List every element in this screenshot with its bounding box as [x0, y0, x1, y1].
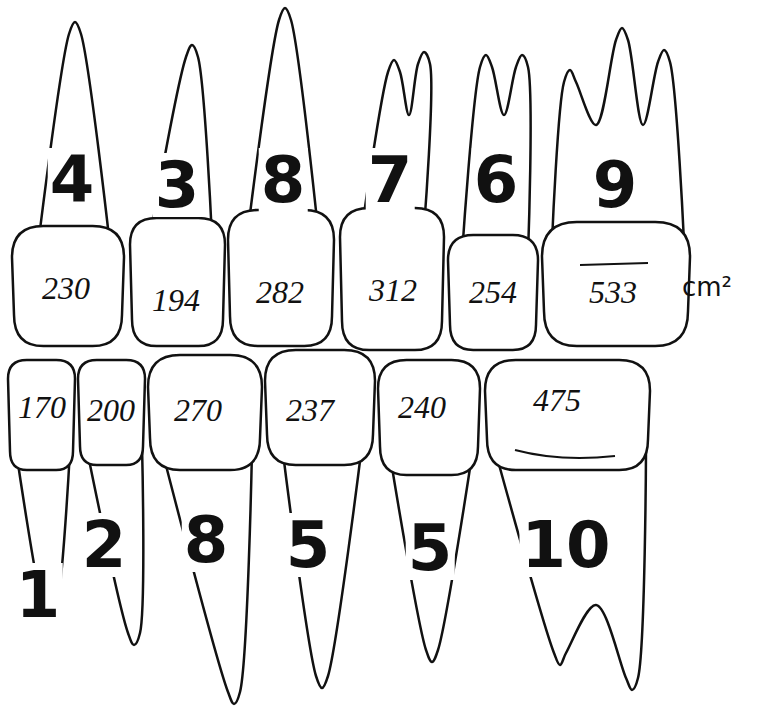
tooth-root [390, 455, 472, 662]
tooth-number: 9 [591, 153, 640, 217]
tooth: 9 533 [536, 22, 696, 352]
surface-area: 533 [589, 276, 637, 308]
tooth-crown [228, 210, 334, 346]
tooth: 475 10 [479, 354, 656, 696]
tooth: 1701 [2, 354, 81, 631]
tooth-crown [265, 350, 375, 465]
tooth-root [462, 55, 531, 255]
tooth: 4 230 [6, 16, 130, 352]
tooth-number: 4 [48, 148, 97, 212]
surface-area: 200 [87, 394, 135, 426]
tooth-number: 5 [406, 516, 455, 580]
tooth-mark [580, 263, 648, 265]
tooth-root [248, 8, 318, 230]
tooth-number: 10 [519, 513, 612, 577]
surface-area: 240 [398, 391, 446, 423]
surface-area: 475 [533, 384, 581, 416]
surface-area: 270 [174, 394, 222, 426]
tooth: 6 254 [442, 49, 544, 356]
tooth: 8 282 [222, 2, 340, 352]
tooth-root [495, 450, 646, 690]
tooth-root [282, 445, 362, 688]
tooth-number: 1 [14, 563, 63, 627]
tooth-number: 8 [259, 148, 308, 212]
tooth: 270 8 [142, 349, 268, 710]
unit-label: cm² [682, 274, 732, 300]
tooth-crown [130, 218, 225, 346]
surface-area: 170 [18, 391, 66, 423]
tooth: 240 5 [372, 354, 486, 668]
tooth-crown [485, 360, 650, 470]
tooth-number: 5 [284, 513, 333, 577]
tooth-root [552, 28, 684, 242]
tooth-crown [8, 360, 75, 470]
tooth-crown [148, 355, 262, 470]
tooth-mark [515, 450, 615, 458]
tooth-crown [448, 235, 538, 350]
tooth-crown [78, 360, 145, 465]
surface-area: 194 [152, 284, 200, 316]
tooth-root [162, 450, 252, 704]
tooth-crown [542, 222, 690, 346]
tooth: 3 194 [124, 39, 231, 352]
tooth-root [150, 45, 212, 238]
tooth-number: 6 [472, 148, 521, 212]
tooth-number: 2 [80, 513, 129, 577]
tooth: 237 5 [259, 344, 381, 694]
tooth-root [38, 22, 110, 246]
surface-area: 237 [286, 394, 334, 426]
surface-area: 282 [256, 276, 304, 308]
tooth-root [362, 52, 431, 228]
tooth-crown [378, 360, 480, 475]
tooth: 2002 [72, 354, 151, 651]
tooth-crown [340, 208, 444, 350]
tooth-number: 7 [366, 148, 415, 212]
surface-area: 254 [469, 276, 517, 308]
surface-area: 312 [369, 274, 417, 306]
tooth-number: 3 [153, 153, 202, 217]
tooth-number: 8 [182, 508, 231, 572]
surface-area: 230 [42, 272, 90, 304]
tooth-crown [12, 226, 124, 346]
tooth: 7 312 [334, 46, 450, 356]
